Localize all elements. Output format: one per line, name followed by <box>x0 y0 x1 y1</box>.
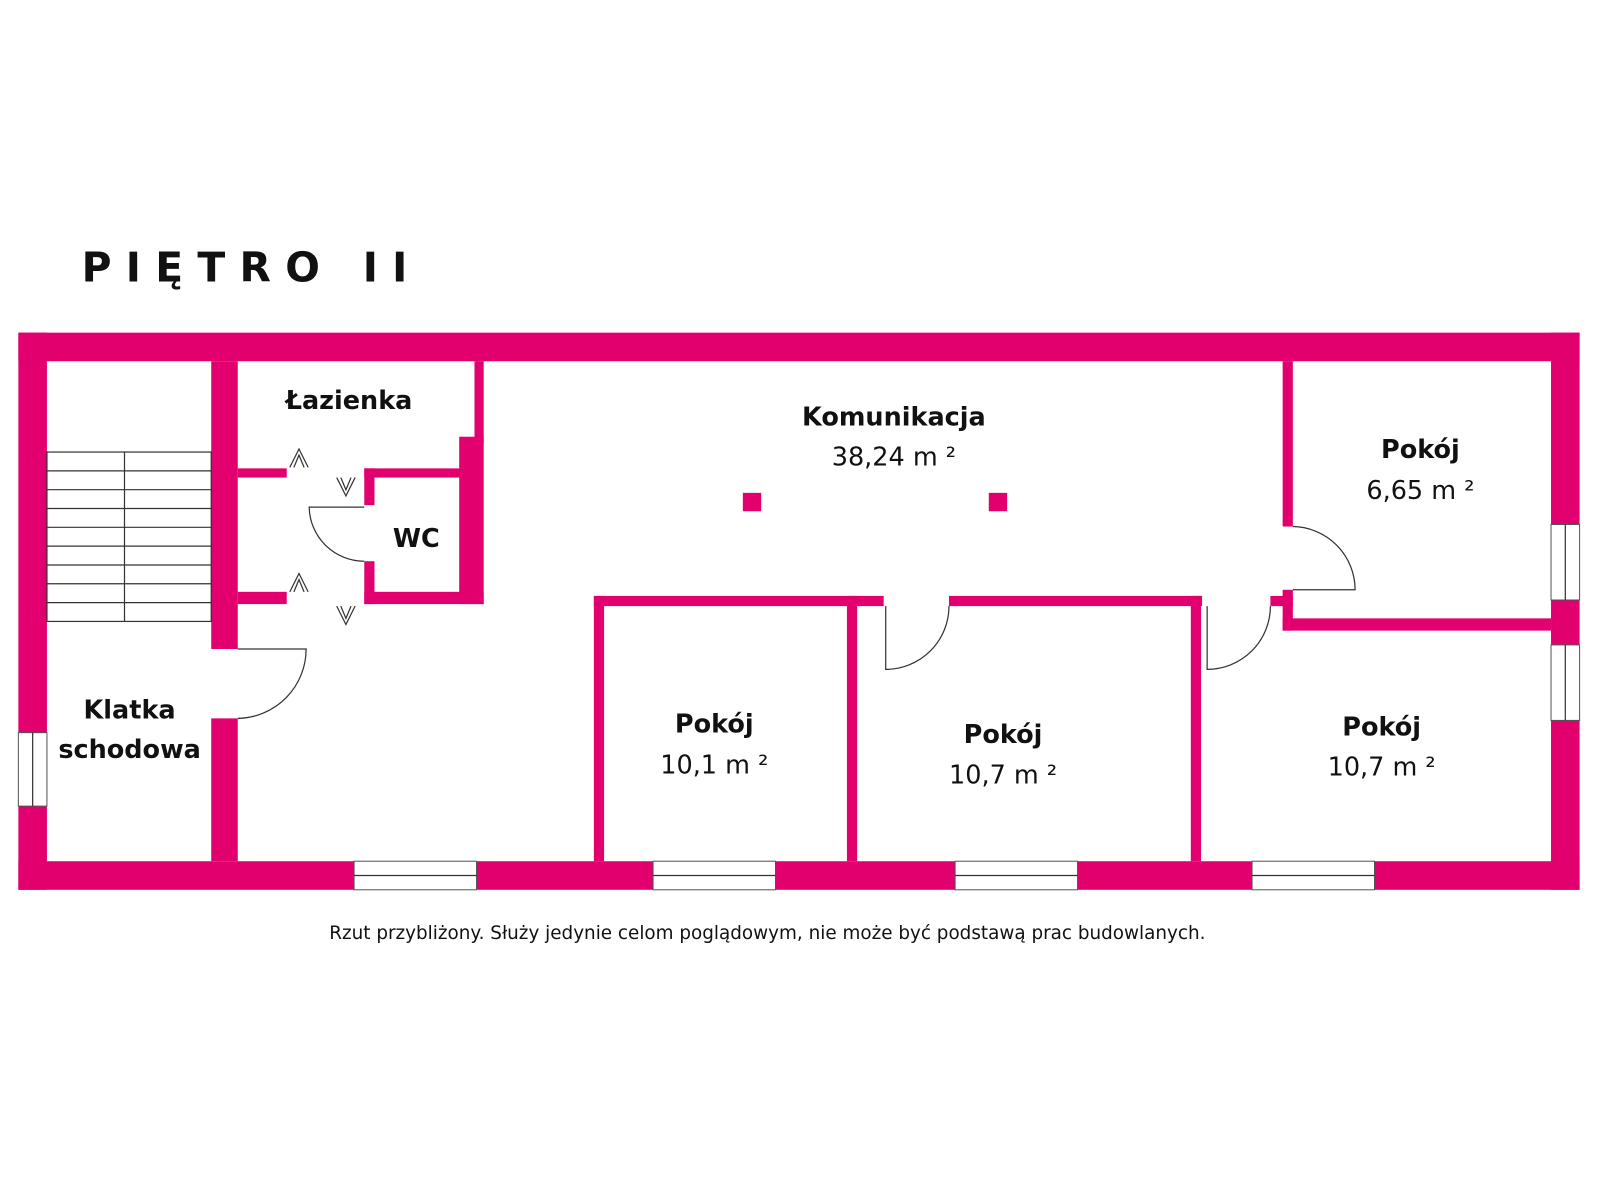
doors <box>237 447 1356 719</box>
room-name: Klatka <box>84 695 176 725</box>
walls <box>18 332 1580 890</box>
room-name: WC <box>393 524 440 554</box>
footnote: Rzut przybliżony. Służy jedynie celom po… <box>329 923 1205 944</box>
room-name: Komunikacja <box>802 403 986 433</box>
room-area: 38,24 m ² <box>832 442 956 472</box>
room-labels: Komunikacja 38,24 m ² Pokój 6,65 m ² Pok… <box>58 386 1474 790</box>
room-name: Pokój <box>1381 435 1460 465</box>
room-name: schodowa <box>58 735 201 765</box>
room-name: Łazienka <box>284 386 413 416</box>
pillar <box>742 492 762 512</box>
room-name: Pokój <box>1342 713 1421 743</box>
windows <box>17 523 1581 891</box>
room-name: Pokój <box>675 710 754 740</box>
stairs-icon <box>46 451 212 623</box>
room-area: 10,1 m ² <box>660 750 768 780</box>
plan-title: PIĘTRO II <box>82 244 422 292</box>
pillar <box>988 492 1008 512</box>
room-area: 10,7 m ² <box>949 761 1057 791</box>
room-area: 10,7 m ² <box>1328 753 1436 783</box>
room-area: 6,65 m ² <box>1366 476 1474 506</box>
room-name: Pokój <box>964 720 1043 750</box>
